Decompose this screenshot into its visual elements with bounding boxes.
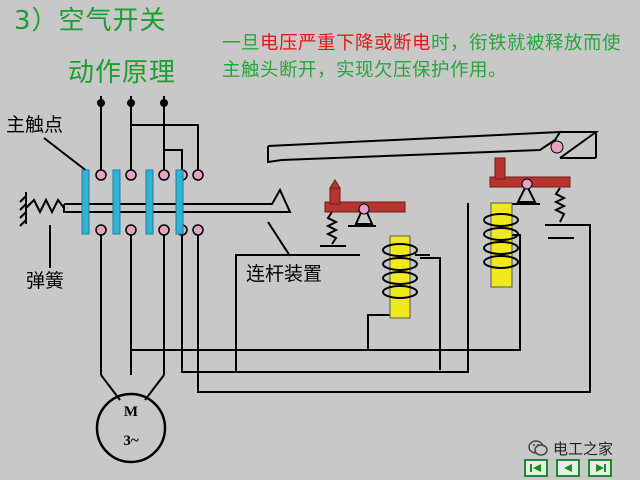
motor-circle xyxy=(95,392,167,464)
description-segment-3: 时，衔铁就被释放而使主触头断开，实现欠压保护作用。 xyxy=(222,33,622,81)
main-contact-bars xyxy=(81,169,184,235)
title-line-2: 动作原理 xyxy=(68,58,177,88)
right-lever xyxy=(489,140,571,190)
overcurrent-coil xyxy=(483,202,519,288)
skip-back-icon xyxy=(530,464,541,472)
title-line-1: 3）空气开关 xyxy=(14,6,167,36)
previous-slide-button[interactable] xyxy=(556,459,580,477)
motor-label-bottom: 3~ xyxy=(123,433,139,449)
first-slide-button[interactable] xyxy=(524,459,548,477)
site-logo: 电工之家 xyxy=(528,437,613,459)
slide-navigation xyxy=(524,459,612,477)
label-spring: 弹簧 xyxy=(26,270,65,292)
motor-label-top: M xyxy=(124,404,138,420)
wechat-icon xyxy=(528,440,548,456)
middle-lever xyxy=(324,179,406,215)
supply-terminals xyxy=(100,96,165,175)
description-segment-1: 一旦 xyxy=(222,33,261,54)
description-segment-2: 电压严重下降或断电 xyxy=(260,33,432,54)
label-linkage: 连杆装置 xyxy=(246,263,323,285)
logo-text: 电工之家 xyxy=(553,439,614,458)
undervoltage-coil xyxy=(382,235,418,319)
play-back-icon xyxy=(564,464,572,472)
play-forward-icon xyxy=(596,464,606,472)
description-text: 一旦电压严重下降或断电时，衔铁就被释放而使主触头断开，实现欠压保护作用。 xyxy=(222,30,627,84)
next-slide-button[interactable] xyxy=(588,459,612,477)
terminal-knobs xyxy=(97,99,168,107)
label-main-contact: 主触点 xyxy=(6,114,64,136)
